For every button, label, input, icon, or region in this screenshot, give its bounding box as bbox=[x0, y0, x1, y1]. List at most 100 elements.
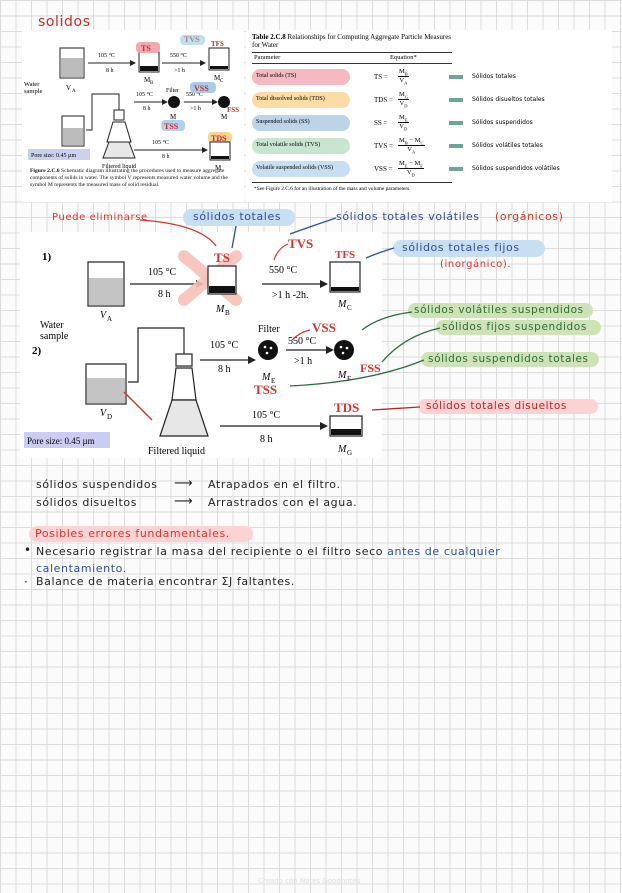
bullet-icon: • bbox=[24, 543, 32, 557]
svg-text:105 °C: 105 °C bbox=[152, 139, 169, 146]
annotation-solidos-totales-volatiles: sólidos totales volátiles bbox=[336, 210, 480, 223]
table-cell-note: Sólidos totales bbox=[472, 73, 516, 80]
svg-text:D: D bbox=[107, 413, 112, 421]
step-2: 2) bbox=[32, 345, 42, 357]
annotation-volatiles-suspendidos: sólidos volátiles suspendidos bbox=[414, 304, 584, 316]
svg-text:M: M bbox=[337, 370, 347, 381]
label-tds: TDS bbox=[334, 400, 359, 415]
annotation-fijos-suspendidos: sólidos fijos suspendidos bbox=[442, 321, 587, 333]
table-col-parameter: Parameter bbox=[254, 54, 281, 61]
svg-text:105 °C: 105 °C bbox=[210, 340, 238, 351]
table-cell-note: Sólidos suspendidos volátiles bbox=[472, 165, 560, 172]
svg-text:M: M bbox=[214, 74, 221, 82]
annotation-puede-eliminarse: Puede eliminarse bbox=[52, 212, 148, 223]
svg-text:105 °C: 105 °C bbox=[98, 52, 115, 59]
table-cell-param: Total dissolved solids (TDS) bbox=[256, 96, 325, 102]
svg-text:105 °C: 105 °C bbox=[136, 91, 153, 98]
table-title: Table 2.C.8 Relationships for Computing … bbox=[252, 33, 452, 49]
annotation-solidos-totales-fijos: sólidos totales fijos bbox=[402, 241, 520, 254]
svg-text:550 °C: 550 °C bbox=[186, 91, 203, 98]
errors-heading: Posibles errores fundamentales. bbox=[35, 527, 230, 540]
relationships-table: Table 2.C.8 Relationships for Computing … bbox=[246, 30, 612, 202]
svg-text:Filter: Filter bbox=[166, 88, 179, 94]
svg-text:V: V bbox=[100, 408, 108, 419]
table-cell-lhs: TDS = bbox=[374, 96, 393, 104]
note-disueltos-left: sólidos disueltos bbox=[36, 496, 138, 509]
table-row-marker bbox=[449, 121, 463, 125]
svg-text:8 h: 8 h bbox=[143, 106, 151, 112]
svg-text:M: M bbox=[261, 372, 271, 383]
figure-caption: Figure 2.C.6 Schematic diagram illustrat… bbox=[30, 168, 228, 188]
svg-text:VSS: VSS bbox=[194, 84, 209, 93]
svg-text:M: M bbox=[215, 304, 225, 315]
label-va: V bbox=[66, 84, 71, 92]
svg-text:8 h: 8 h bbox=[106, 68, 114, 74]
label-tvs: TVS bbox=[288, 236, 313, 251]
annotation-suspendidos-totales: sólidos suspendidos totales bbox=[428, 353, 589, 365]
svg-text:Filtered liquid: Filtered liquid bbox=[102, 164, 136, 170]
svg-text:Pore size: 0.45 µm: Pore size: 0.45 µm bbox=[31, 153, 76, 159]
svg-text:E: E bbox=[271, 377, 275, 385]
note-suspendidos-right: Atrapados en el filtro. bbox=[208, 478, 341, 491]
table-row-marker bbox=[449, 144, 463, 148]
table-cell-lhs: TS = bbox=[374, 73, 388, 81]
bullet-2: Balance de materia encontrar ΣJ faltante… bbox=[36, 575, 295, 588]
svg-text:550 °C: 550 °C bbox=[269, 265, 297, 276]
table-cell-lhs: TVS = bbox=[374, 142, 393, 150]
table-cell-param: Total volatile solids (TVS) bbox=[256, 142, 321, 148]
svg-text:TSS: TSS bbox=[164, 122, 179, 131]
svg-text:>1 h: >1 h bbox=[190, 106, 201, 112]
table-cell-lhs: SS = bbox=[374, 119, 388, 127]
table-cell-param: Suspended solids (SS) bbox=[256, 119, 310, 125]
annotation-inorganico: (inorgánico). bbox=[440, 259, 512, 270]
svg-text:>1 h: >1 h bbox=[174, 68, 185, 74]
label-tfs: TFS bbox=[335, 249, 355, 261]
svg-text:B: B bbox=[225, 309, 230, 317]
svg-text:M: M bbox=[337, 444, 347, 455]
label-ts: TS bbox=[214, 250, 230, 265]
svg-text:550 °C: 550 °C bbox=[288, 336, 316, 347]
svg-text:>1 h: >1 h bbox=[294, 356, 312, 367]
arrow-icon: ⟶ bbox=[174, 476, 193, 491]
table-cell-note: Sólidos volátiles totales bbox=[472, 142, 543, 149]
svg-text:105 °C: 105 °C bbox=[252, 410, 280, 421]
main-figure-diagram: 1) V A 105 °C 8 h TS M B 550 °C >1 h -2h… bbox=[24, 236, 381, 457]
arrow-icon: ⟶ bbox=[174, 494, 193, 509]
svg-text:FSS: FSS bbox=[227, 106, 239, 114]
svg-text:8 h: 8 h bbox=[260, 434, 273, 445]
svg-text:C: C bbox=[347, 304, 352, 312]
svg-text:TDS: TDS bbox=[211, 134, 227, 143]
main-figure: 1) V A 105 °C 8 h TS M B 550 °C >1 h -2h… bbox=[20, 232, 382, 458]
svg-text:8 h: 8 h bbox=[158, 289, 171, 300]
table-cell-note: Sólidos suspendidos bbox=[472, 119, 533, 126]
svg-text:A: A bbox=[72, 89, 76, 94]
table-row-marker bbox=[449, 75, 463, 79]
table-row-marker bbox=[449, 98, 463, 102]
svg-text:>1 h -2h.: >1 h -2h. bbox=[272, 290, 308, 301]
label-tss: TSS bbox=[254, 382, 277, 397]
bullet-1: Necesario registrar la masa del recipien… bbox=[36, 545, 501, 575]
svg-text:F: F bbox=[347, 375, 351, 383]
table-footnote: *See Figure 2.C.6 for an illustration of… bbox=[254, 186, 411, 192]
annotation-totales-disueltos: sólidos totales disueltos bbox=[426, 400, 567, 412]
note-suspendidos-left: sólidos suspendidos bbox=[36, 478, 158, 491]
svg-text:M: M bbox=[144, 76, 151, 84]
svg-text:8 h: 8 h bbox=[162, 154, 170, 160]
bullet-icon: · bbox=[24, 575, 28, 589]
label-fss: FSS bbox=[360, 361, 381, 375]
svg-text:TS: TS bbox=[141, 44, 151, 53]
note-disueltos-right: Arrastrados con el agua. bbox=[208, 496, 358, 509]
label-vss: VSS bbox=[312, 320, 336, 335]
svg-text:V: V bbox=[100, 310, 108, 321]
